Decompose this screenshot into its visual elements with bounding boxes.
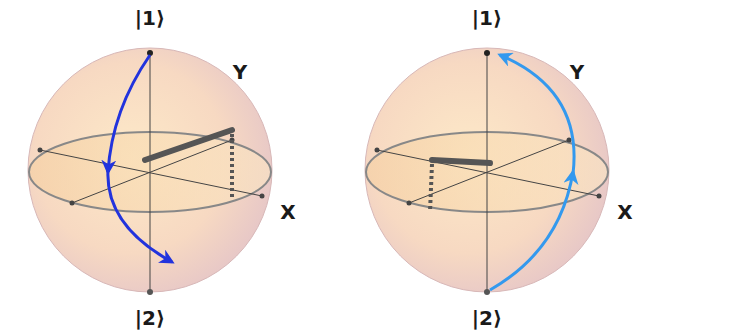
top-state: |1⟩ xyxy=(135,8,165,28)
left-sphere xyxy=(28,48,272,295)
bottom-state: |2⟩ xyxy=(472,308,502,328)
axis-label: Y xyxy=(233,62,247,82)
top-state: |1⟩ xyxy=(472,8,502,28)
right-sphere xyxy=(365,48,609,295)
axis-label: X xyxy=(280,202,295,222)
bottom-state: |2⟩ xyxy=(135,308,165,328)
axis-label: Y xyxy=(570,62,584,82)
axis-label: X xyxy=(617,202,632,222)
